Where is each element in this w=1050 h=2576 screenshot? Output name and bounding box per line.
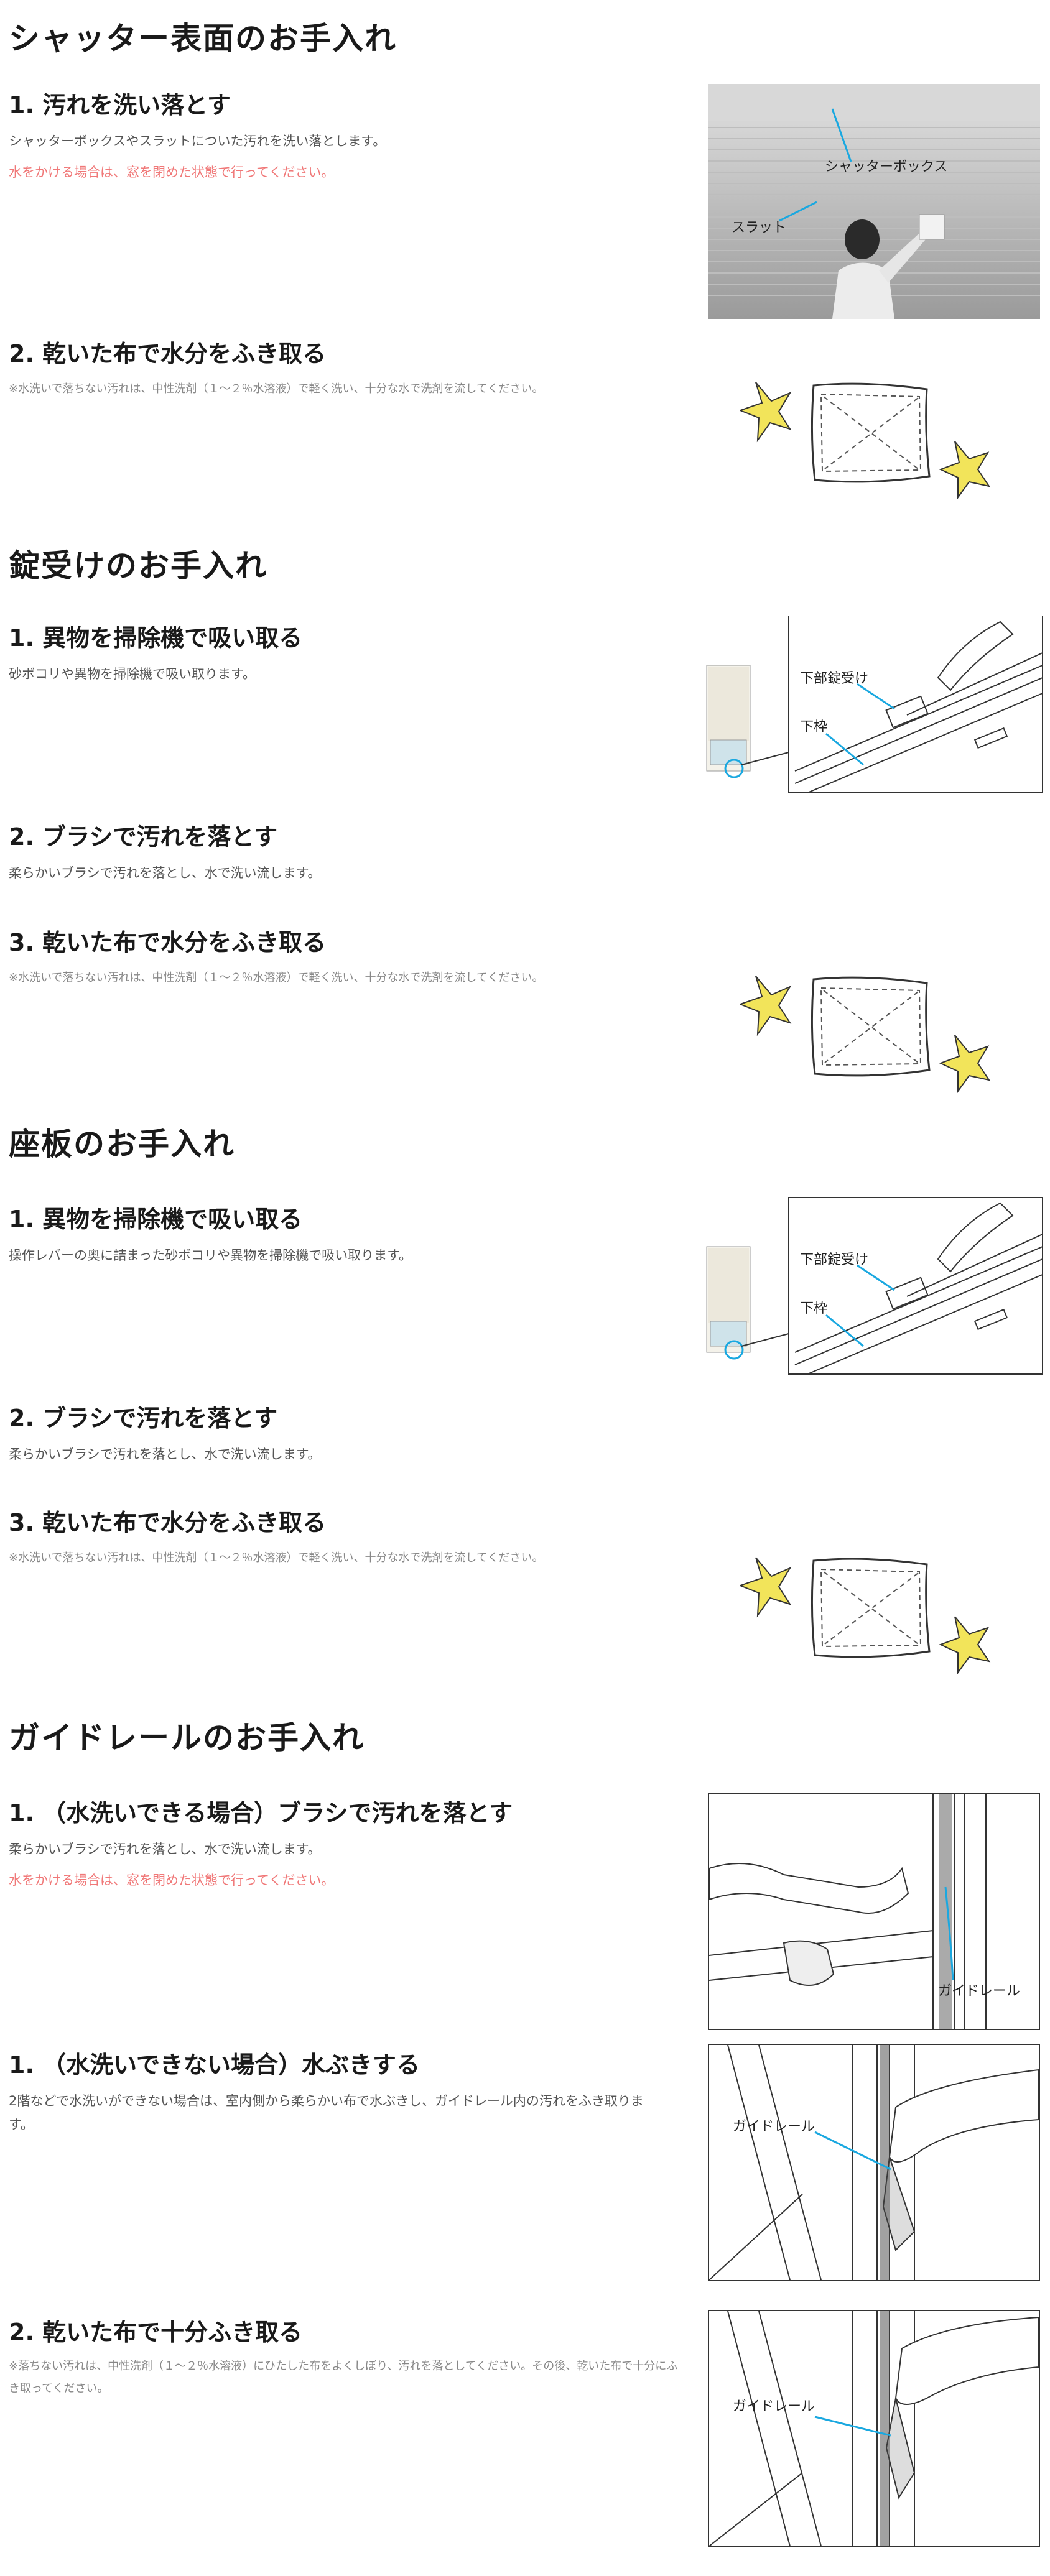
step-heading: 2. ブラシで汚れを落とす [9, 1405, 278, 1432]
cloth-icon [811, 382, 931, 483]
step-description: 操作レバーの奥に詰まった砂ボコリや異物を掃除機で吸い取ります。 [9, 1248, 412, 1263]
label-guide-rail: ガイドレール [733, 2399, 815, 2414]
shutter-cleaning-photo: シャッターボックス スラット [708, 84, 1040, 319]
step-description: 2階などで水洗いができない場合は、室内側から柔らかい布で水ぶきし、ガイドレール内… [9, 2094, 644, 2132]
section-title-shutter: シャッター表面のお手入れ [9, 21, 397, 57]
star-icon [740, 1557, 792, 1618]
lock-receiver-diagram: 下部錠受け 下枠 [702, 616, 1045, 796]
step-description: 柔らかいブラシで汚れを落とし、水で洗い流します。 [9, 1447, 321, 1462]
star-icon [939, 441, 991, 500]
step-note: ※落ちない汚れは、中性洗剤（１〜２％水溶液）にひたした布をよくしぼり、汚れを落と… [9, 2360, 678, 2395]
step-heading: 1. （水洗いできない場合）水ぶきする [9, 2051, 420, 2079]
step-description: 砂ボコリや異物を掃除機で吸い取ります。 [9, 667, 256, 681]
guide-rail-wipe-illustration: ガイドレール [708, 2044, 1040, 2281]
warning-text: 水をかける場合は、窓を閉めた状態で行ってください。 [9, 1873, 335, 1888]
section-title-lock: 錠受けのお手入れ [9, 548, 267, 584]
step-heading: 1. 異物を掃除機で吸い取る [9, 1206, 303, 1233]
section-title-bottom-bar: 座板のお手入れ [9, 1126, 235, 1162]
label-guide-rail: ガイドレール [938, 1983, 1020, 1999]
step-note: ※水洗いで落ちない汚れは、中性洗剤（１〜２％水溶液）で軽く洗い、十分な水で洗剤を… [9, 382, 544, 395]
step-note: ※水洗いで落ちない汚れは、中性洗剤（１〜２％水溶液）で軽く洗い、十分な水で洗剤を… [9, 1551, 544, 1564]
label-shutter-box: シャッターボックス [825, 159, 947, 175]
star-icon [939, 1035, 991, 1094]
label-lower-frame: 下枠 [800, 719, 827, 735]
label-lower-frame: 下枠 [800, 1301, 827, 1316]
warning-text: 水をかける場合は、窓を閉めた状態で行ってください。 [9, 165, 335, 180]
label-guide-rail: ガイドレール [733, 2119, 815, 2135]
step-heading: 2. 乾いた布で水分をふき取る [9, 340, 327, 367]
guide-rail-dry-wipe-illustration: ガイドレール [708, 2310, 1040, 2547]
step-heading: 2. 乾いた布で十分ふき取る [9, 2319, 303, 2346]
step-heading: 1. （水洗いできる場合）ブラシで汚れを落とす [9, 1799, 513, 1827]
label-slat: スラット [732, 220, 786, 236]
cloth-icon [811, 1558, 931, 1658]
step-note: ※水洗いで落ちない汚れは、中性洗剤（１〜２％水溶液）で軽く洗い、十分な水で洗剤を… [9, 971, 544, 984]
star-icon [939, 1616, 991, 1675]
guide-rail-brush-illustration: ガイドレール [708, 1793, 1040, 2030]
label-lower-lock: 下部錠受け [800, 671, 868, 686]
section-title-guide-rail: ガイドレールのお手入れ [9, 1720, 365, 1756]
lock-receiver-diagram: 下部錠受け 下枠 [702, 1197, 1045, 1377]
step-description: シャッターボックスやスラットについた汚れを洗い落とします。 [9, 134, 386, 149]
dry-cloth-illustration [740, 367, 1008, 507]
step-heading: 1. 汚れを洗い落とす [9, 91, 231, 119]
star-icon [740, 976, 792, 1036]
step-description: 柔らかいブラシで汚れを落とし、水で洗い流します。 [9, 866, 321, 880]
step-heading: 1. 異物を掃除機で吸い取る [9, 624, 303, 652]
dry-cloth-illustration [740, 961, 1008, 1101]
star-icon [740, 382, 792, 443]
label-lower-lock: 下部錠受け [800, 1252, 868, 1268]
step-heading: 2. ブラシで汚れを落とす [9, 823, 278, 851]
step-heading: 3. 乾いた布で水分をふき取る [9, 1509, 327, 1536]
step-description: 柔らかいブラシで汚れを落とし、水で洗い流します。 [9, 1842, 321, 1857]
step-heading: 3. 乾いた布で水分をふき取る [9, 929, 327, 956]
dry-cloth-illustration [740, 1542, 1008, 1682]
cloth-icon [811, 976, 931, 1077]
